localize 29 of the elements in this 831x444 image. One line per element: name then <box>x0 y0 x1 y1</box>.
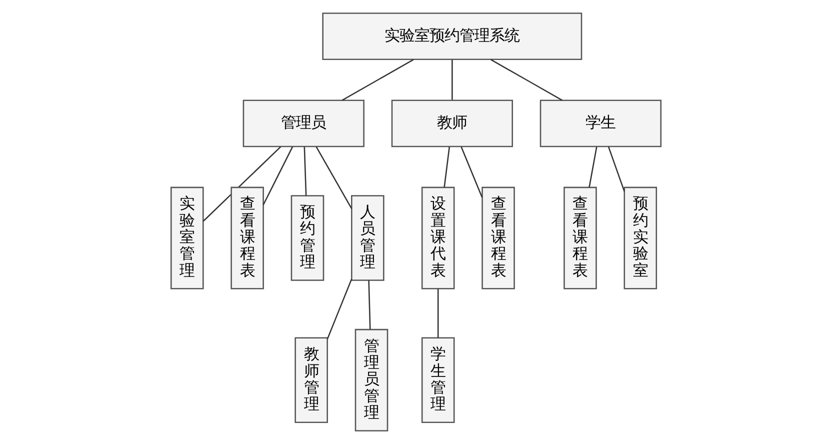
connector <box>315 146 352 209</box>
connector <box>326 279 352 340</box>
node-box: 查看课程表 <box>230 186 264 290</box>
connector <box>451 60 452 100</box>
node-box: 人员管理 <box>350 195 384 281</box>
node-box: 预约管理 <box>290 195 324 281</box>
connector <box>202 146 281 222</box>
node-box: 管理员管理 <box>354 328 388 432</box>
connector <box>436 288 438 338</box>
node-box: 学生 <box>539 100 662 148</box>
connector <box>368 280 370 330</box>
connector <box>588 146 597 188</box>
node-box: 实验室管理 <box>170 186 204 290</box>
connector <box>443 146 450 188</box>
node-box: 管理员 <box>242 100 364 148</box>
node-box: 查看课程表 <box>481 186 514 290</box>
node-box: 学生管理 <box>420 337 454 424</box>
node-box: 实验室预约管理系统 <box>322 12 582 60</box>
node-box: 查看课程表 <box>563 186 596 290</box>
connector <box>460 146 482 198</box>
connector <box>303 146 306 196</box>
connector <box>341 59 414 101</box>
node-box: 教师管理 <box>294 337 328 424</box>
node-box: 预约实验室 <box>623 186 657 290</box>
node-box: 设置课代表 <box>420 186 454 290</box>
node-box: 教师 <box>390 100 512 148</box>
connector <box>262 146 293 206</box>
connector <box>607 146 624 192</box>
connector <box>490 59 562 101</box>
